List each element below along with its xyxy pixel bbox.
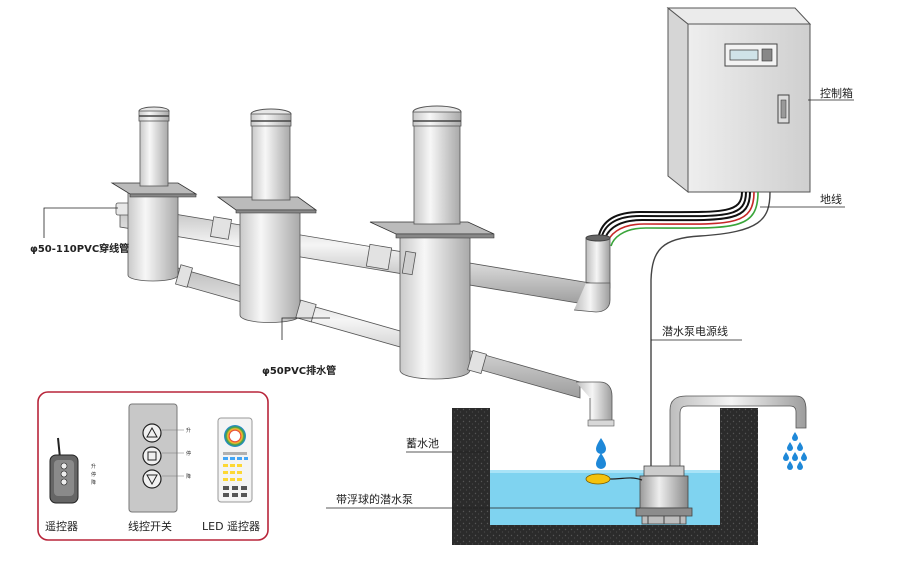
pipe-couplings <box>175 216 487 375</box>
control-devices-panel: 升 停 降 升 停 降 <box>37 391 269 541</box>
submersible-pump <box>585 465 693 525</box>
led-remote[interactable] <box>217 417 253 503</box>
label-pump-power-line: 潜水泵电源线 <box>662 324 728 338</box>
label-conduit-pipe: φ50-110PVC穿线管 <box>30 242 129 255</box>
svg-text:升: 升 <box>186 427 191 434</box>
remote-stop-button[interactable] <box>60 470 68 478</box>
label-pump-with-float: 带浮球的潜水泵 <box>336 492 413 506</box>
leader-lines <box>43 99 854 509</box>
remote-up-button[interactable] <box>60 462 68 470</box>
svg-text:升: 升 <box>91 463 96 470</box>
control-cables <box>597 191 771 470</box>
switch-stop-button[interactable] <box>142 446 162 466</box>
remote-down-button[interactable] <box>60 478 68 486</box>
cable-entry-pipe <box>585 237 611 289</box>
label-reservoir: 蓄水池 <box>406 437 439 450</box>
water-drops <box>596 432 807 470</box>
svg-text:降: 降 <box>91 479 96 486</box>
bollard-1 <box>110 106 198 282</box>
conduit-pipe <box>115 202 611 313</box>
triangle-up-icon <box>146 426 158 438</box>
bollard-2 <box>216 108 318 323</box>
switch-down-button[interactable] <box>142 469 162 489</box>
svg-text:停: 停 <box>186 450 191 457</box>
svg-text:停: 停 <box>91 471 96 478</box>
bollard-3 <box>369 105 495 380</box>
switch-up-button[interactable] <box>142 423 162 443</box>
handheld-remote[interactable]: 升 停 降 <box>49 437 96 504</box>
pump-outlet-pipe <box>669 395 807 471</box>
wired-switch[interactable]: 升 停 降 <box>128 403 191 513</box>
label-control-box: 控制箱 <box>820 86 853 100</box>
triangle-down-icon <box>146 474 158 486</box>
color-wheel[interactable] <box>224 425 246 447</box>
square-stop-icon <box>147 451 157 461</box>
float-ball <box>585 473 611 485</box>
svg-text:降: 降 <box>186 473 191 480</box>
caption-wired-switch: 线控开关 <box>128 519 172 533</box>
control-box <box>666 6 812 194</box>
caption-remote: 遥控器 <box>45 519 78 533</box>
caption-led-remote: LED 遥控器 <box>202 519 260 533</box>
label-drain-pipe: φ50PVC排水管 <box>262 364 336 377</box>
label-ground-wire: 地线 <box>820 192 842 206</box>
